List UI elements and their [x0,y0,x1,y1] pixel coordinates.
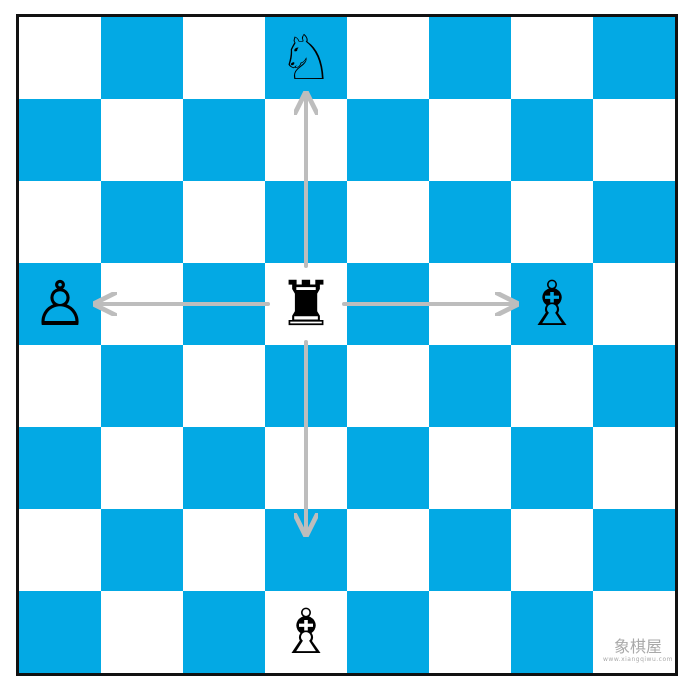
square-a1[interactable] [19,591,101,673]
square-e1[interactable] [347,591,429,673]
square-h7[interactable] [593,99,675,181]
square-d4[interactable] [265,345,347,427]
square-a7[interactable] [19,99,101,181]
square-g1[interactable] [511,591,593,673]
black-rook-icon[interactable]: ♜ [278,267,334,340]
square-f4[interactable] [429,345,511,427]
square-a3[interactable] [19,427,101,509]
square-h4[interactable] [593,345,675,427]
square-h8[interactable] [593,17,675,99]
square-g2[interactable] [511,509,593,591]
square-g3[interactable] [511,427,593,509]
square-g5[interactable] [511,263,593,345]
square-f5[interactable] [429,263,511,345]
square-b4[interactable] [101,345,183,427]
square-f1[interactable] [429,591,511,673]
square-b6[interactable] [101,181,183,263]
white-bishop-icon[interactable]: ♗ [524,267,580,340]
square-e2[interactable] [347,509,429,591]
square-f8[interactable] [429,17,511,99]
square-a6[interactable] [19,181,101,263]
square-d8[interactable] [265,17,347,99]
chess-board: ♘ ♜ ♙ ♗ ♗ [16,14,678,676]
square-g6[interactable] [511,181,593,263]
square-h1[interactable] [593,591,675,673]
white-bishop-icon[interactable]: ♗ [278,595,334,668]
watermark-subtext: www.xiangqiwu.com [603,656,673,663]
square-h2[interactable] [593,509,675,591]
square-c2[interactable] [183,509,265,591]
square-a8[interactable] [19,17,101,99]
square-a2[interactable] [19,509,101,591]
square-d3[interactable] [265,427,347,509]
square-g8[interactable] [511,17,593,99]
white-knight-icon[interactable]: ♘ [278,21,334,94]
square-g7[interactable] [511,99,593,181]
square-c3[interactable] [183,427,265,509]
square-e3[interactable] [347,427,429,509]
square-a5[interactable] [19,263,101,345]
square-c6[interactable] [183,181,265,263]
square-d5[interactable] [265,263,347,345]
watermark-logo: 象棋屋 www.xiangqiwu.com [603,639,673,663]
square-b8[interactable] [101,17,183,99]
square-h6[interactable] [593,181,675,263]
watermark-text: 象棋屋 [613,637,662,656]
square-e7[interactable] [347,99,429,181]
square-e6[interactable] [347,181,429,263]
square-h5[interactable] [593,263,675,345]
square-b3[interactable] [101,427,183,509]
square-d1[interactable] [265,591,347,673]
square-f3[interactable] [429,427,511,509]
square-c4[interactable] [183,345,265,427]
white-pawn-icon[interactable]: ♙ [32,267,88,340]
square-d7[interactable] [265,99,347,181]
square-c5[interactable] [183,263,265,345]
square-b1[interactable] [101,591,183,673]
square-c7[interactable] [183,99,265,181]
square-e4[interactable] [347,345,429,427]
square-c1[interactable] [183,591,265,673]
square-c8[interactable] [183,17,265,99]
square-a4[interactable] [19,345,101,427]
square-f7[interactable] [429,99,511,181]
square-h3[interactable] [593,427,675,509]
square-b2[interactable] [101,509,183,591]
square-f2[interactable] [429,509,511,591]
square-g4[interactable] [511,345,593,427]
square-f6[interactable] [429,181,511,263]
square-e5[interactable] [347,263,429,345]
square-d2[interactable] [265,509,347,591]
square-b7[interactable] [101,99,183,181]
square-e8[interactable] [347,17,429,99]
square-b5[interactable] [101,263,183,345]
square-d6[interactable] [265,181,347,263]
